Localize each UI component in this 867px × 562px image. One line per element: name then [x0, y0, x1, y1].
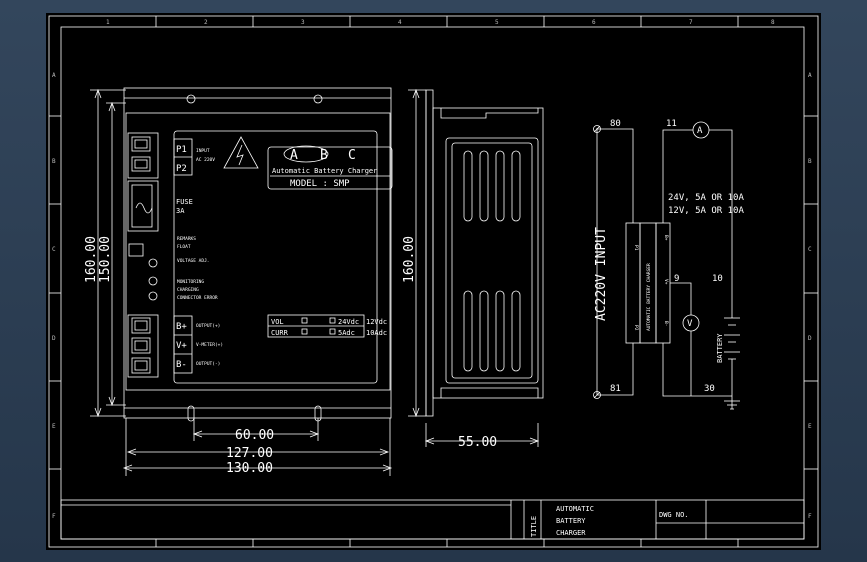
- pin-p1: P1: [633, 245, 639, 251]
- input-volt-label: AC 220V: [196, 157, 215, 163]
- connector-error-label: CONNECTOR ERROR: [177, 295, 218, 301]
- pin-bplus: B+: [663, 235, 669, 241]
- node-30: 30: [704, 384, 715, 394]
- drawing-sheet: 1 2 3 4 5 6 7 8 A B C D E F A B C D E F …: [46, 13, 821, 550]
- side-view-body: [432, 107, 544, 399]
- dim-130: 130.00: [226, 461, 273, 476]
- terminal-vplus: V+: [176, 341, 187, 351]
- inner-frame: [60, 26, 805, 540]
- battery-label: BATTERY: [716, 333, 724, 363]
- fuse-label: FUSE: [176, 198, 193, 206]
- cad-drawing: 1 2 3 4 5 6 7 8 A B C D E F A B C D E F …: [48, 15, 819, 548]
- title-line-1: AUTOMATIC: [556, 505, 594, 513]
- a5-label: 5Adc: [338, 329, 355, 337]
- title-label: TITLE: [530, 516, 538, 537]
- v24-label: 24Vdc: [338, 318, 359, 326]
- brand-letter-a: A: [290, 148, 298, 163]
- grid-col-6: 6: [592, 19, 596, 26]
- grid-row-f-right: F: [808, 513, 812, 520]
- p1-label: P1: [176, 145, 187, 155]
- grid-col-4: 4: [398, 19, 402, 26]
- remarks-label: REMARKS: [177, 236, 196, 242]
- grid-row-a: A: [52, 72, 56, 79]
- dim-150: 150.00: [98, 236, 113, 283]
- grid-col-3: 3: [301, 19, 305, 26]
- node-81: 81: [610, 384, 621, 394]
- output-plus-label: OUTPUT(+): [196, 323, 220, 329]
- pin-bminus: B-: [663, 321, 669, 326]
- node-10: 10: [712, 274, 723, 284]
- title-line-2: BATTERY: [556, 517, 586, 525]
- voltage-adj-label: VOLTAGE ADJ.: [177, 258, 210, 264]
- pin-vplus: V+: [663, 279, 669, 285]
- module-text: AUTOMATIC BATTERY CHARGER: [646, 263, 652, 331]
- grid-row-b-right: B: [808, 158, 812, 165]
- node-80: 80: [610, 119, 621, 129]
- output-minus-label: OUTPUT(-): [196, 361, 220, 367]
- grid-row-d: D: [52, 335, 56, 342]
- grid-col-7: 7: [689, 19, 693, 26]
- pin-p2: P2: [633, 325, 639, 331]
- warning-triangle-icon: [223, 136, 259, 169]
- grid-col-5: 5: [495, 19, 499, 26]
- front-panel: [125, 112, 391, 391]
- dim-55: 55.00: [458, 435, 497, 450]
- curr-label: CURR: [271, 329, 289, 337]
- a10-label: 10Adc: [366, 329, 387, 337]
- brand-box: [267, 146, 393, 190]
- fuse-rating-label: 3A: [176, 207, 185, 215]
- dim-127: 127.00: [226, 446, 273, 461]
- input-label: INPUT: [196, 148, 210, 154]
- grid-col-2: 2: [204, 19, 208, 26]
- grid-col-1: 1: [106, 19, 110, 26]
- float-label: FLOAT: [177, 244, 191, 250]
- grid-row-b: B: [52, 158, 56, 165]
- node-9: 9: [674, 274, 679, 284]
- node-11: 11: [666, 119, 677, 129]
- title-line-3: CHARGER: [556, 529, 586, 537]
- brand-letter-b: B: [320, 148, 328, 163]
- title-block: [60, 499, 805, 540]
- mounting-plate: [123, 87, 392, 419]
- outer-frame: [48, 15, 819, 548]
- grid-row-f: F: [52, 513, 56, 520]
- monitoring-label: MONITORING: [177, 279, 204, 285]
- ammeter-label: A: [697, 126, 703, 136]
- model-label: MODEL : SMP: [290, 179, 350, 189]
- dim-160: 160.00: [84, 236, 99, 283]
- v12-label: 12Vdc: [366, 318, 387, 326]
- p2-label: P2: [176, 164, 187, 174]
- dim-side-160: 160.00: [402, 236, 417, 283]
- vmeter-label: V-METER(+): [196, 342, 223, 348]
- grid-col-8: 8: [771, 19, 775, 26]
- spec-24v: 24V, 5A OR 10A: [668, 193, 744, 203]
- grid-row-a-right: A: [808, 72, 812, 79]
- ac-input-label: AC220V INPUT: [594, 227, 609, 321]
- grid-row-c-right: C: [808, 246, 812, 253]
- grid-row-e-right: E: [808, 423, 812, 430]
- brand-name: Automatic Battery Charger: [272, 167, 377, 175]
- grid-row-c: C: [52, 246, 56, 253]
- dim-60: 60.00: [235, 428, 274, 443]
- vol-label: VOL: [271, 318, 284, 326]
- grid-row-e: E: [52, 423, 56, 430]
- grid-row-d-right: D: [808, 335, 812, 342]
- terminal-bminus: B-: [176, 360, 187, 370]
- inner-panel: [173, 130, 378, 384]
- dwg-no-label: DWG NO.: [659, 511, 689, 519]
- voltmeter-label: V: [687, 319, 693, 329]
- brand-letter-c: C: [348, 148, 356, 163]
- terminal-bplus: B+: [176, 322, 187, 332]
- charging-label: CHARGING: [177, 287, 199, 293]
- spec-12v: 12V, 5A OR 10A: [668, 206, 744, 216]
